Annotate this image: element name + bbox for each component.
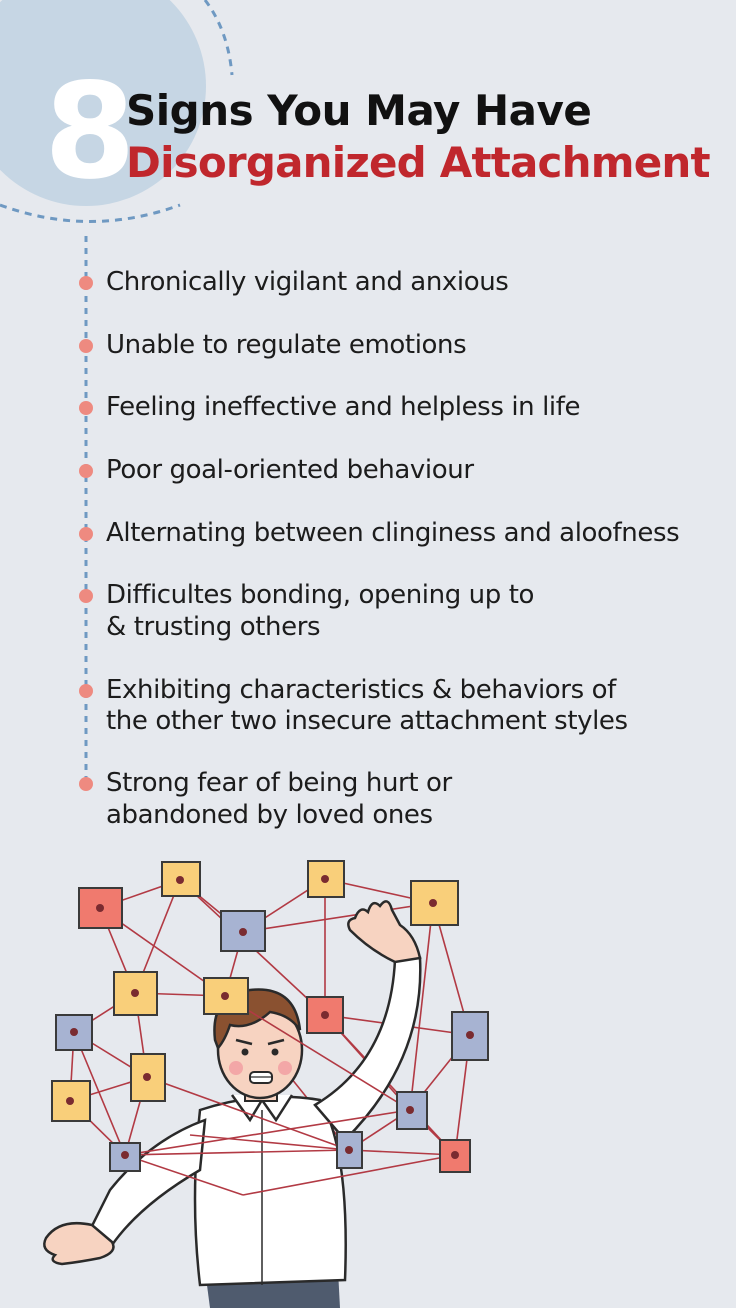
- sign-item-6-line1: Difficultes bonding, opening up to: [106, 580, 535, 610]
- node-square-red: [439, 1139, 471, 1173]
- bullet-icon: [79, 401, 93, 415]
- bullet-icon: [79, 589, 93, 603]
- node-dots: [66, 875, 474, 1159]
- bullet-icon: [79, 777, 93, 791]
- web-lines-front: [124, 995, 456, 1196]
- man-figure: [43, 900, 422, 1308]
- bullet-icon: [79, 276, 93, 290]
- dashed-arc: [0, 203, 181, 223]
- sign-item-8-line2: abandoned by loved ones: [106, 800, 433, 830]
- bullet-icon: [79, 527, 93, 541]
- sign-item-2: Unable to regulate emotions: [106, 330, 467, 360]
- sign-item-8-line1: Strong fear of being hurt or: [106, 768, 452, 798]
- node-square-blue: [451, 1011, 489, 1061]
- sign-item-6-line2: & trusting others: [106, 612, 321, 642]
- bullet-icon: [79, 684, 93, 698]
- sign-item-7-line2: the other two insecure attachment styles: [106, 706, 628, 736]
- network-nodes: [51, 860, 489, 1173]
- big-number: 8: [44, 55, 136, 209]
- tangled-man-illustration: [43, 860, 489, 1308]
- node-square-yellow: [161, 861, 201, 897]
- page-title-line2: Disorganized Attachment: [126, 138, 711, 187]
- sign-item-4: Poor goal-oriented behaviour: [106, 455, 474, 485]
- sign-item-1: Chronically vigilant and anxious: [106, 267, 509, 297]
- node-square-yellow: [203, 977, 249, 1015]
- bullet-icon: [79, 464, 93, 478]
- dashed-arc-top: [203, 0, 234, 76]
- bullet-icon: [79, 339, 93, 353]
- node-square-blue: [220, 910, 266, 952]
- page-title-line1: Signs You May Have: [126, 86, 592, 135]
- sign-item-5: Alternating between clinginess and aloof…: [106, 518, 680, 548]
- header-circle: [0, 0, 206, 206]
- sign-item-7-line1: Exhibiting characteristics & behaviors o…: [106, 675, 616, 705]
- sign-item-3: Feeling ineffective and helpless in life: [106, 392, 581, 422]
- node-square-yellow: [130, 1053, 166, 1102]
